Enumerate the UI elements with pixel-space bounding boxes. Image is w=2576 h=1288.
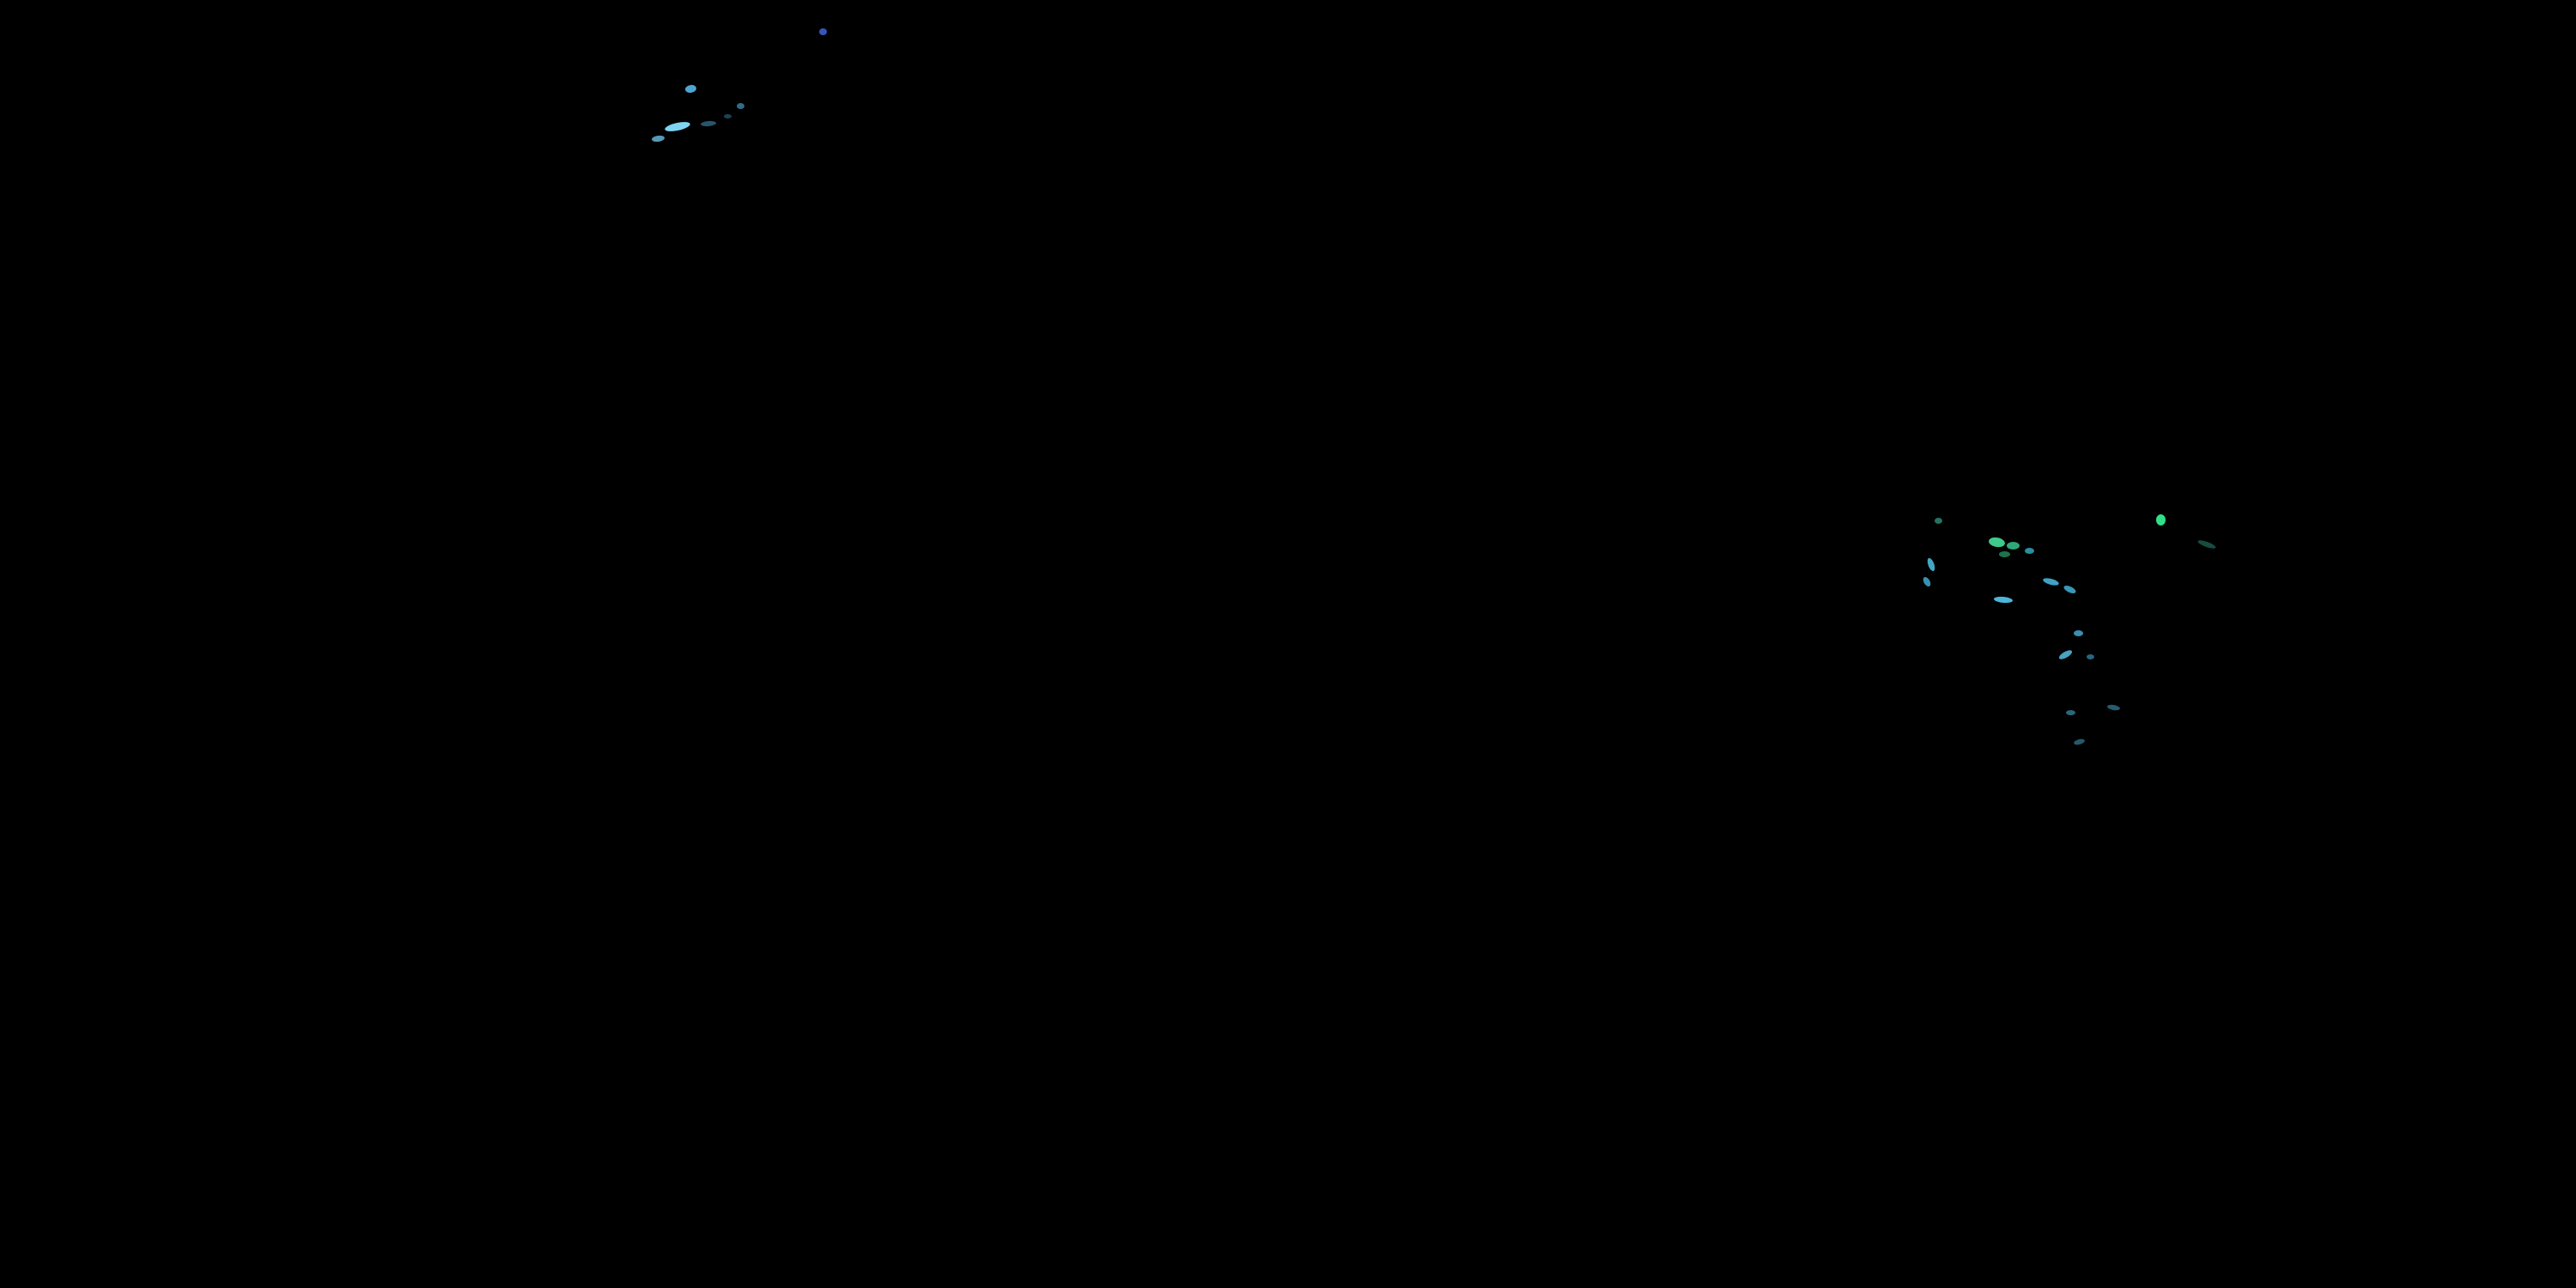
glow-speck (1999, 551, 2010, 557)
glow-speck (2074, 629, 2083, 636)
glow-speck (1935, 518, 1942, 524)
glow-speck (2057, 648, 2074, 661)
glow-speck (1988, 535, 2006, 549)
glow-speck (2025, 547, 2034, 554)
glow-speck (1925, 556, 1937, 573)
glow-speck (724, 114, 732, 119)
glow-speck (1921, 575, 1933, 587)
glow-speck (2073, 738, 2086, 746)
glow-speck (737, 103, 744, 109)
glow-speck (651, 134, 665, 143)
glow-speck (664, 119, 691, 133)
glow-speck (2007, 542, 2020, 550)
glow-speck (2196, 538, 2217, 551)
glow-speck (819, 28, 827, 35)
glow-speck (2065, 709, 2075, 715)
glow-speck (2063, 583, 2077, 595)
glow-speck (2155, 513, 2166, 526)
glow-speck (684, 83, 697, 94)
glow-speck (2087, 654, 2094, 659)
glow-speck (2106, 703, 2121, 711)
glow-speck (2042, 576, 2060, 586)
glow-speck (700, 120, 717, 127)
glow-speck (1993, 595, 2014, 604)
